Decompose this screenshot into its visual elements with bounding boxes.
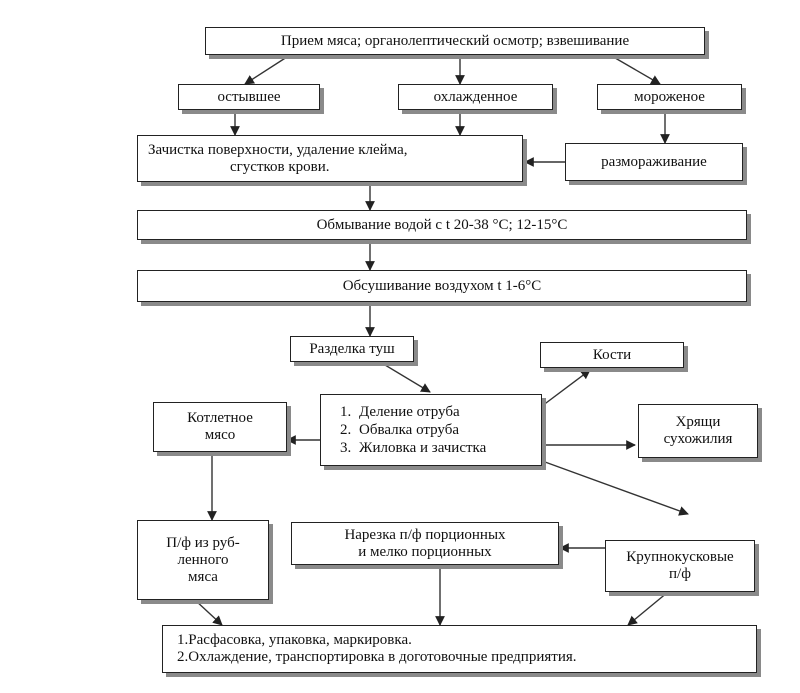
cleaning-label-line-1: Зачистка поверхности, удаление клейма, — [148, 141, 408, 158]
cleaning-box: Зачистка поверхности, удаление клейма, с… — [137, 135, 523, 182]
reception-box: Прием мяса; органолептический осмотр; вз… — [205, 27, 705, 55]
thawing-label: размораживание — [601, 153, 707, 170]
step-item: Деление отруба — [355, 403, 486, 421]
minced-semi-label-line-1: П/ф из руб- — [166, 534, 240, 551]
thawing-box: размораживание — [565, 143, 743, 181]
final-box: 1.Расфасовка, упаковка, маркировка. 2.Ох… — [162, 625, 757, 673]
portion-cutting-label-line-1: Нарезка п/ф порционных — [344, 526, 506, 543]
steps-list: Деление отруба Обвалка отруба Жиловка и … — [321, 403, 486, 457]
frozen-box: мороженое — [597, 84, 742, 110]
arrow-steps-to-large-piece — [544, 461, 689, 516]
gristle-label-line-1: Хрящи — [675, 414, 721, 430]
minced-semi-label-line-3: мяса — [188, 568, 218, 585]
large-piece-box: Крупнокусковые п/ф — [605, 540, 755, 592]
arrow-minced-to-final — [194, 599, 223, 626]
cleaning-label-line-2: сгустков крови. — [230, 158, 330, 175]
cutlet-meat-box: Котлетное мясо — [153, 402, 287, 452]
portion-cutting-label-line-2: и мелко порционных — [358, 543, 492, 560]
steps-box: Деление отруба Обвалка отруба Жиловка и … — [320, 394, 542, 466]
step-item: Обвалка отруба — [355, 421, 486, 439]
cooled-box: остывшее — [178, 84, 320, 110]
drying-label: Обсушивание воздухом t 1-6°С — [342, 277, 542, 294]
chilled-label: охлажденное — [433, 88, 518, 105]
cooled-label: остывшее — [217, 88, 281, 105]
carcass-cutting-box: Разделка туш — [290, 336, 414, 362]
gristle-label-line-2: сухожилия — [663, 431, 733, 447]
arrow-reception-to-cooled — [244, 54, 291, 85]
minced-semi-label-line-2: ленного — [177, 551, 229, 568]
minced-semi-box: П/ф из руб- ленного мяса — [137, 520, 269, 600]
arrow-steps-to-bones — [541, 369, 591, 407]
washing-box: Обмывание водой с t 20-38 °С; 12-15°С — [137, 210, 747, 240]
large-piece-label-line-2: п/ф — [669, 566, 691, 582]
arrow-reception-to-frozen — [609, 54, 661, 85]
cutlet-meat-label-line-1: Котлетное — [187, 410, 253, 426]
chilled-box: охлажденное — [398, 84, 553, 110]
carcass-cutting-label: Разделка туш — [309, 340, 395, 357]
final-label-line-1: 1.Расфасовка, упаковка, маркировка. — [177, 632, 412, 648]
frozen-label: мороженое — [634, 88, 705, 105]
arrow-cutting-to-steps — [379, 361, 431, 393]
final-label-line-2: 2.Охлаждение, транспортировка в доготово… — [177, 649, 577, 665]
washing-label: Обмывание водой с t 20-38 °С; 12-15°С — [316, 216, 568, 233]
cutlet-meat-label-line-2: мясо — [204, 427, 236, 443]
step-item: Жиловка и зачистка — [355, 439, 486, 457]
drying-box: Обсушивание воздухом t 1-6°С — [137, 270, 747, 302]
arrow-large-piece-to-final — [627, 591, 669, 626]
bones-box: Кости — [540, 342, 684, 368]
large-piece-label-line-1: Крупнокусковые — [626, 549, 734, 565]
gristle-box: Хрящи сухожилия — [638, 404, 758, 458]
portion-cutting-box: Нарезка п/ф порционных и мелко порционны… — [291, 522, 559, 565]
reception-label: Прием мяса; органолептический осмотр; вз… — [280, 32, 630, 49]
bones-label: Кости — [592, 346, 632, 363]
